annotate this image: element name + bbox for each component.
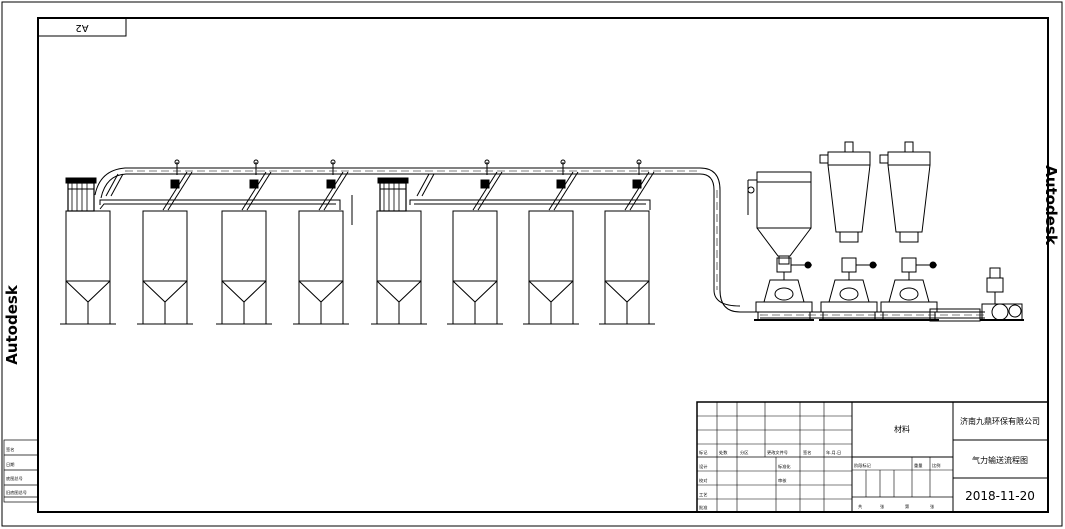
storage-silo xyxy=(447,159,503,325)
storage-silo xyxy=(523,159,579,325)
left-strip-table xyxy=(3,439,39,503)
storage-silo xyxy=(293,159,349,325)
drawing-name: 气力输送流程图 xyxy=(972,455,1028,465)
cyclone-receiver xyxy=(819,141,871,243)
sheet-size-label: A2 xyxy=(75,22,88,33)
left-strip-label: 底图总号 xyxy=(6,475,23,482)
title-tiny-label: 批准 xyxy=(699,504,707,511)
watermark-right: Autodesk xyxy=(1042,165,1060,246)
material-label: 材料 xyxy=(894,424,910,434)
title-tiny-label: 阶段标记 xyxy=(854,462,872,469)
storage-silo xyxy=(216,159,272,325)
title-tiny-label: 校对 xyxy=(699,477,707,484)
title-tiny-label: 重量 xyxy=(914,462,922,469)
storage-silos xyxy=(60,159,655,325)
title-tiny-label: 第 xyxy=(905,503,909,510)
pneumatic-pump xyxy=(879,257,939,321)
storage-silo xyxy=(60,173,124,325)
storage-silo xyxy=(137,159,193,325)
title-block xyxy=(696,401,1049,513)
silo-dust-collector xyxy=(377,177,409,212)
title-tiny-label: 张 xyxy=(930,503,935,510)
title-tiny-label: 设计 xyxy=(699,463,707,470)
title-tiny-label: 分区 xyxy=(740,449,748,456)
title-tiny-label: 处数 xyxy=(719,449,728,456)
watermark-left: Autodesk xyxy=(3,284,21,365)
pneumatic-pumps xyxy=(754,257,939,321)
title-tiny-label: 张 xyxy=(880,503,885,510)
title-tiny-label: 比例 xyxy=(932,462,940,469)
company-name: 济南九鼎环保有限公司 xyxy=(960,416,1040,426)
conveying-pipe xyxy=(94,167,985,319)
title-tiny-label: 标记 xyxy=(699,449,708,456)
baghouse-filter xyxy=(747,171,812,265)
left-strip-label: 签名 xyxy=(6,446,14,453)
left-strip-label: 旧底图总号 xyxy=(6,489,27,496)
pneumatic-pump xyxy=(754,257,814,321)
roots-blower xyxy=(929,267,1024,322)
storage-silo xyxy=(599,159,655,325)
sheet-size-box: A2 xyxy=(37,17,127,37)
title-tiny-label: 工艺 xyxy=(699,492,707,497)
inner-frame xyxy=(37,17,1049,513)
left-strip-label: 日期 xyxy=(6,462,14,468)
cyclone-receiver xyxy=(879,141,931,243)
title-tiny-label: 标准化 xyxy=(778,463,791,470)
pneumatic-pump xyxy=(819,257,879,321)
silo-dust-collector xyxy=(65,177,97,212)
title-tiny-label: 签名 xyxy=(803,449,811,456)
title-tiny-label: 更改文件号 xyxy=(767,449,788,456)
drawing-date: 2018-11-20 xyxy=(965,489,1035,503)
title-tiny-label: 审核 xyxy=(778,477,787,484)
title-tiny-label: 共 xyxy=(858,503,862,510)
title-tiny-label: 年.月.日 xyxy=(826,449,841,456)
